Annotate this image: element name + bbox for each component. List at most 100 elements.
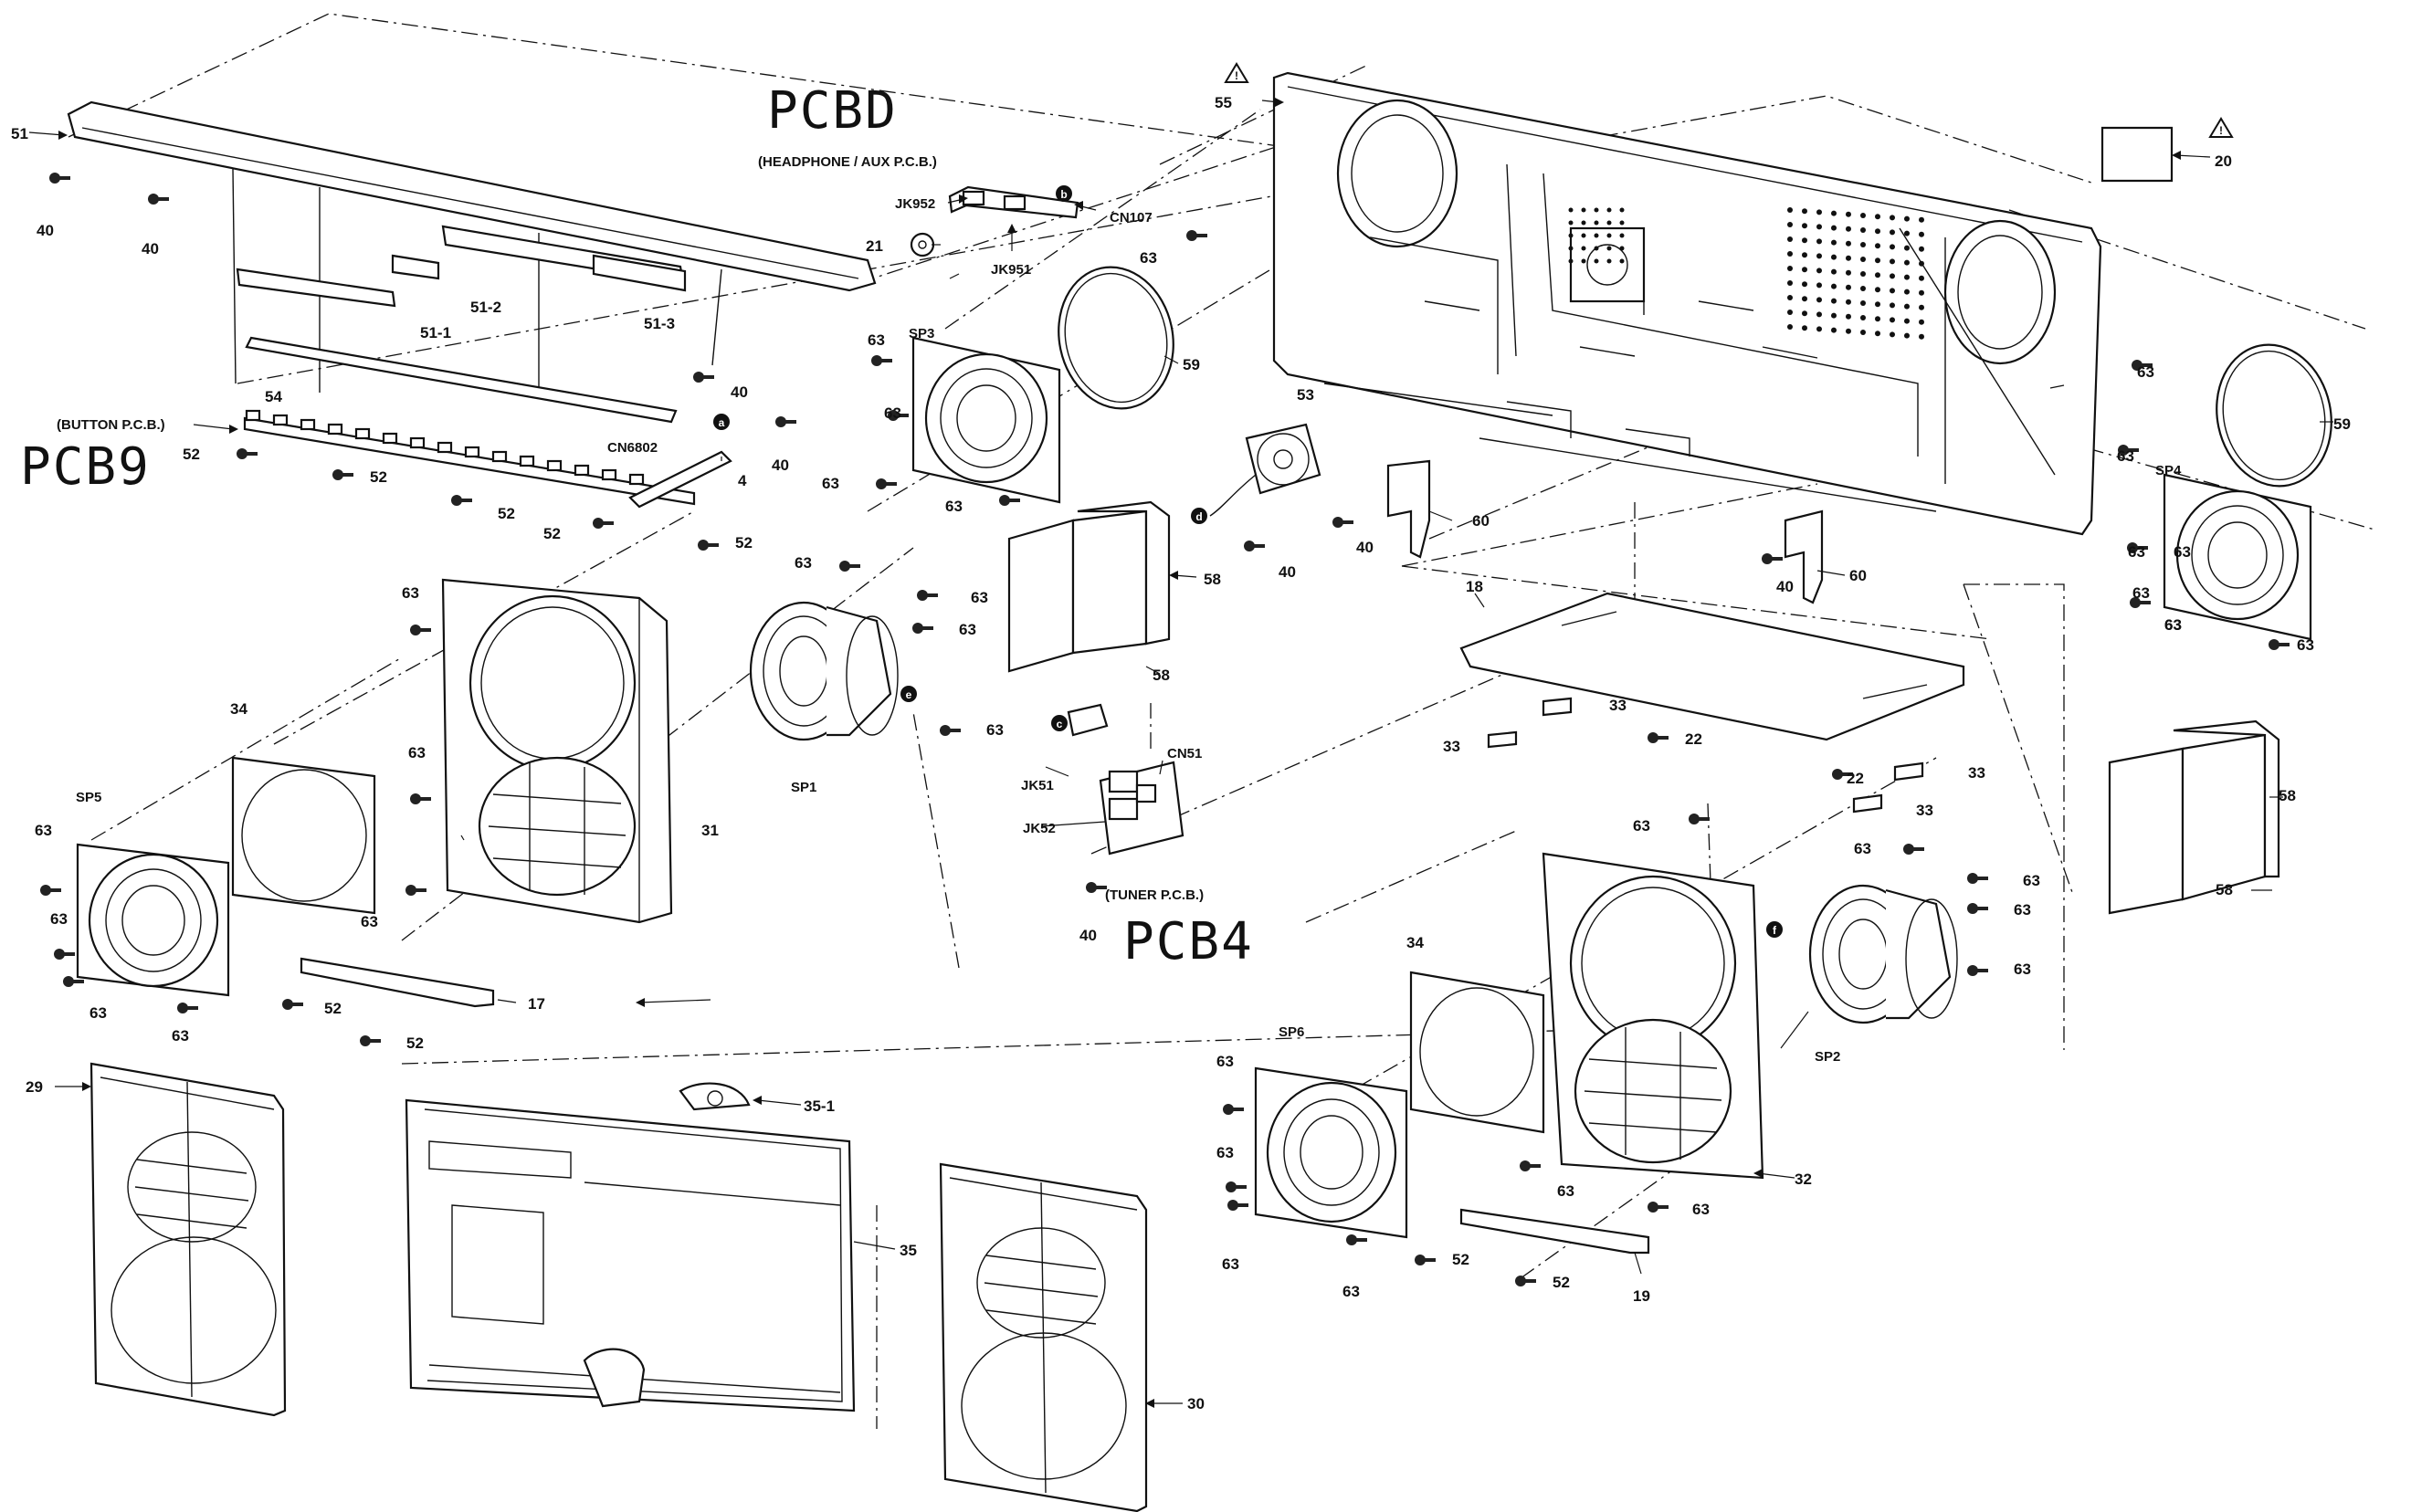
small-clip (1067, 703, 1109, 737)
screw-icon (410, 793, 431, 804)
label-35: 35 (900, 1242, 917, 1259)
screw-icon (775, 416, 796, 427)
label-63-c: 63 (822, 475, 839, 492)
vent-hole (1787, 266, 1793, 271)
vent-hole (1875, 287, 1880, 293)
vent-hole (1594, 233, 1599, 238)
vent-hole (1802, 252, 1807, 258)
vent-hole (1875, 228, 1880, 235)
screw-icon (282, 999, 303, 1010)
vent-hole (1919, 246, 1924, 252)
label-cn107: CN107 (1110, 210, 1153, 226)
svg-text:!: ! (1235, 69, 1238, 82)
screw-icon (1648, 732, 1669, 743)
button-key (437, 441, 453, 454)
vent-hole (1568, 220, 1574, 226)
label-60-b: 60 (1849, 567, 1867, 584)
label-63-j: 63 (2297, 636, 2314, 654)
screw-icon (1186, 230, 1207, 241)
label-59-a: 59 (1183, 356, 1200, 373)
vent-hole (1802, 310, 1807, 317)
screw-icon (1415, 1255, 1436, 1265)
label-63-i: 63 (2164, 616, 2182, 634)
button-key (245, 409, 261, 422)
vent-hole (1919, 289, 1924, 296)
screw-icon (177, 1003, 198, 1013)
speaker-sp5 (76, 843, 230, 997)
screw-icon (2127, 542, 2148, 553)
label-52-h: 52 (1452, 1251, 1469, 1268)
vent-hole (1802, 325, 1807, 331)
vent-hole (1860, 227, 1866, 233)
label-52-b: 52 (370, 468, 387, 486)
vent-hole (1890, 317, 1895, 323)
screw-icon (2118, 445, 2139, 456)
vent-hole (1568, 207, 1574, 213)
warning-triangle-20: ! (2208, 117, 2234, 138)
label-60-a: 60 (1472, 512, 1490, 530)
vent-hole (1787, 295, 1793, 300)
vent-hole (1568, 233, 1574, 238)
label-18: 18 (1466, 578, 1483, 595)
vent-hole (1875, 214, 1880, 220)
speaker-ring-59-left (1058, 266, 1174, 410)
headphone-aux-pcb (948, 185, 1079, 219)
label-63-aa: 63 (2023, 872, 2040, 889)
label-52-i: 52 (1553, 1274, 1570, 1291)
label-58-c: 58 (2279, 787, 2296, 804)
vent-hole (1581, 220, 1586, 226)
vent-hole (1594, 246, 1599, 251)
screw-icon (1244, 541, 1265, 551)
vent-hole (1904, 245, 1910, 251)
label-sp1: SP1 (791, 780, 816, 795)
svg-text:b: b (1060, 188, 1067, 201)
label-58-b: 58 (1153, 667, 1170, 684)
button-key (628, 473, 645, 486)
label-40-b: 40 (142, 240, 159, 257)
handwritten-pcb9: PCB9 (20, 437, 151, 497)
label-54: 54 (265, 388, 282, 405)
vent-hole (1802, 208, 1807, 215)
button-key (464, 446, 480, 458)
washer-21 (910, 232, 935, 257)
speaker-sp2 (1808, 884, 1958, 1024)
vent-hole (1816, 282, 1822, 289)
label-33-a: 33 (1609, 697, 1627, 714)
label-4: 4 (738, 472, 747, 489)
vent-hole (1802, 237, 1807, 244)
vent-hole (1831, 239, 1837, 246)
speaker-sp6 (1254, 1066, 1408, 1239)
label-59-b: 59 (2333, 415, 2351, 433)
vent-hole (1919, 231, 1924, 237)
vent-hole (1787, 222, 1793, 227)
screw-icon (1762, 553, 1783, 564)
screw-icon (148, 194, 169, 205)
vent-hole (1581, 233, 1586, 238)
label-cn6802: CN6802 (607, 440, 658, 456)
front-grille-30 (939, 1162, 1148, 1512)
label-sp3: SP3 (909, 326, 934, 341)
vent-hole (1875, 272, 1880, 278)
front-panel-35 (405, 1082, 856, 1412)
label-52-d: 52 (543, 525, 561, 542)
vent-hole (1831, 298, 1837, 304)
vent-hole (1594, 220, 1599, 226)
label-63-m: 63 (2132, 584, 2150, 602)
screws (40, 173, 2290, 1286)
label-52-g: 52 (406, 1034, 424, 1052)
screw-icon (1648, 1202, 1669, 1213)
speaker-sp4 (2163, 473, 2312, 641)
vent-hole (1875, 316, 1880, 322)
vent-hole (1890, 302, 1895, 309)
svg-text:e: e (906, 688, 912, 701)
vent-hole (1904, 230, 1910, 236)
main-cabinet-55 (1272, 71, 2102, 536)
speaker-box-32 (1542, 852, 1764, 1180)
label-30: 30 (1187, 1395, 1205, 1412)
vent-hole (1860, 315, 1866, 320)
svg-text:!: ! (2219, 124, 2223, 137)
button-key (546, 459, 563, 472)
label-sticker-20 (2100, 126, 2174, 183)
handwritten-pcbd: PCBD (767, 81, 898, 141)
vent-hole (1606, 207, 1612, 213)
